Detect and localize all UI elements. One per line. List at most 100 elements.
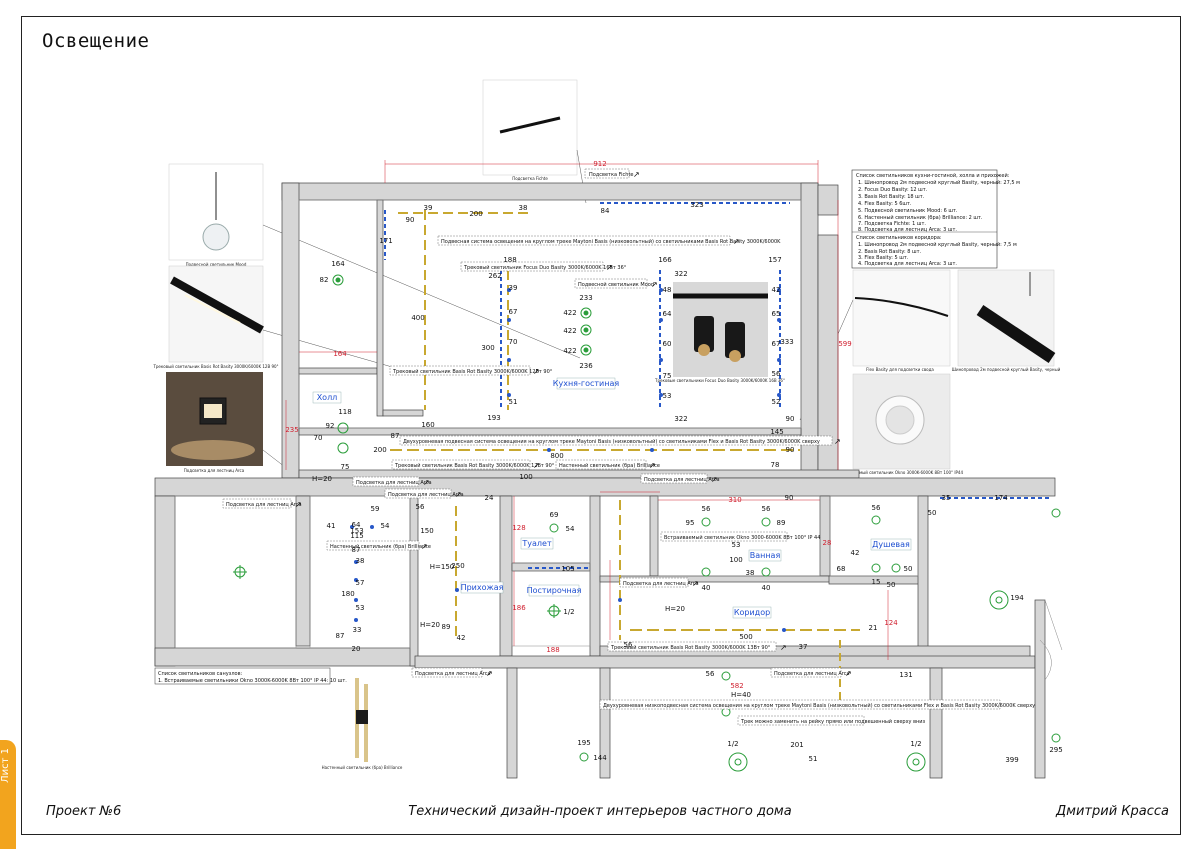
svg-text:599: 599 [838,340,851,348]
svg-text:64: 64 [663,310,672,318]
photo-track-light: Трековый светильник Basis Rot Basity 300… [152,265,279,369]
svg-text:90: 90 [406,216,415,224]
svg-text:194: 194 [1010,594,1024,602]
downlight-icon [701,567,711,577]
designer-name: Дмитрий Красса [1056,804,1169,819]
svg-text:1/2: 1/2 [727,740,738,748]
svg-text:89: 89 [777,519,786,527]
annotation-callout: Подсветка для лестниц Arca↗ [384,488,464,499]
svg-text:50: 50 [887,581,896,589]
photo-caption-step: Подсветка для лестниц Arca [184,468,245,473]
external-link-icon: ↗ [486,669,493,678]
svg-text:115: 115 [350,532,363,540]
svg-text:200: 200 [469,210,482,218]
walls [154,182,1056,779]
svg-text:75: 75 [341,463,350,471]
svg-text:195: 195 [577,739,590,747]
svg-text:Двухуровневая подвесная систем: Двухуровневая подвесная система освещени… [403,438,820,445]
svg-text:193: 193 [487,414,500,422]
svg-text:89: 89 [442,623,451,631]
svg-text:150: 150 [420,527,433,535]
annotation-callout: Подвесная система освещения на круглом т… [437,235,781,246]
photo-caption-sconce: Настенный светильник (бра) Brilliance [322,765,403,770]
svg-text:Подсветка для лестниц Arca: Подсветка для лестниц Arca [388,492,464,498]
svg-text:399: 399 [1005,756,1018,764]
svg-text:160: 160 [421,421,434,429]
svg-text:171: 171 [379,237,392,245]
sheet-tab[interactable]: Лист 1 [0,740,16,849]
svg-text:188: 188 [503,256,516,264]
svg-text:53: 53 [356,604,365,612]
track-lines [384,202,1050,700]
svg-text:50: 50 [928,509,937,517]
svg-text:39: 39 [509,284,518,292]
svg-text:Подсветка для лестниц Arca: Подсветка для лестниц Arca [774,671,850,677]
chandelier-icon [906,752,926,772]
svg-text:69: 69 [550,511,559,519]
svg-text:54: 54 [566,525,575,533]
svg-text:300: 300 [481,344,494,352]
svg-text:Подсветка для лестниц Arca: Подсветка для лестниц Arca [356,480,432,486]
photo-caption-downlight: Встраиваемый светильник Okno 3000K-6000K… [837,470,963,475]
svg-text:40: 40 [702,584,711,592]
svg-text:Подсветка для лестниц Arca: Подсветка для лестниц Arca [415,671,491,677]
downlight-icon [871,563,881,573]
svg-text:233: 233 [579,294,592,302]
svg-text:201: 201 [790,741,803,749]
annotation-callout: Трековый светильник Basis Rot Basity 300… [391,459,555,470]
room-label-laundry: Постирочная [527,586,582,595]
spec-item: 1. Шинопровод 2м подвесной круглый Basit… [858,241,1017,248]
svg-text:21: 21 [869,624,878,632]
spec-item: 4. Подсветка для лестниц Arca: 3 шт. [858,261,957,267]
svg-text:53: 53 [732,541,741,549]
annotation-callout: Настенный светильник (бра) Brilliance↗ [555,459,660,470]
annotation-callout: Подсветка для лестниц Arca↗ [770,667,852,678]
svg-text:15: 15 [872,578,881,586]
svg-text:Трек можно заменить на рейку п: Трек можно заменить на рейку прямо или п… [740,718,926,725]
photo-caption-flex: Flex Basity для подсветки свода [866,367,934,372]
svg-text:67: 67 [509,308,518,316]
spec-heading-1: Список светильников кухни-гостиной, холл… [856,172,1010,179]
svg-text:H=150: H=150 [430,563,455,571]
svg-text:188: 188 [546,646,559,654]
svg-text:28: 28 [823,539,832,547]
annotation-callout: Трековый светильник Basis Rot Basity 300… [389,365,553,376]
spec-list: Список светильников кухни-гостиной, холл… [851,169,1020,269]
sheet-title: Освещение [42,30,150,52]
svg-text:800: 800 [550,452,563,460]
svg-text:186: 186 [512,604,526,612]
svg-text:118: 118 [338,408,351,416]
room-label-kitchen: Кухня-гостиная [553,379,620,388]
external-link-icon: ↗ [423,478,430,487]
project-number: Проект №6 [46,804,122,819]
svg-text:56: 56 [762,505,771,513]
svg-text:157: 157 [768,256,781,264]
room-label-bathroom: Ванная [750,551,781,560]
bathroom-list-item: 1. Встраиваемые светильники Okno 3000K-6… [158,678,347,684]
svg-text:51: 51 [509,398,518,406]
svg-text:48: 48 [663,286,672,294]
svg-text:35: 35 [942,494,951,502]
svg-text:323: 323 [690,201,703,209]
svg-text:60: 60 [663,340,672,348]
svg-text:H=20: H=20 [665,605,685,613]
svg-text:20: 20 [352,645,361,653]
svg-text:912: 912 [593,160,606,168]
photo-flex-track: Flex Basity для подсветки свода [852,269,951,372]
photo-downlight: Встраиваемый светильник Okno 3000K-6000K… [837,373,963,475]
spec-item: 7. Подсветка Fichte: 1 шт. [858,221,926,227]
annotation-callout: Трековый светильник Basis Rot Basity 300… [607,641,787,652]
svg-text:333: 333 [780,338,793,346]
svg-text:33: 33 [353,626,362,634]
fixtures [233,274,1061,772]
pendant-light-icon [580,324,592,336]
dimension-labels: 912 323 200 39 38 90 171 84 164 82 188 2… [285,160,1062,764]
svg-text:164: 164 [333,350,347,358]
spec-item: 4. Flex Basity: 5 6шт. [858,201,912,207]
svg-text:235: 235 [285,426,298,434]
spec-heading-2: Список светильников коридора: [856,235,942,241]
photo-linear-light: Подсветка Fichte [482,79,578,181]
svg-text:82: 82 [320,276,329,284]
spec-item: 3. Basis Rot Basity: 18 шт. [858,194,925,200]
pendant-light-icon [580,307,592,319]
